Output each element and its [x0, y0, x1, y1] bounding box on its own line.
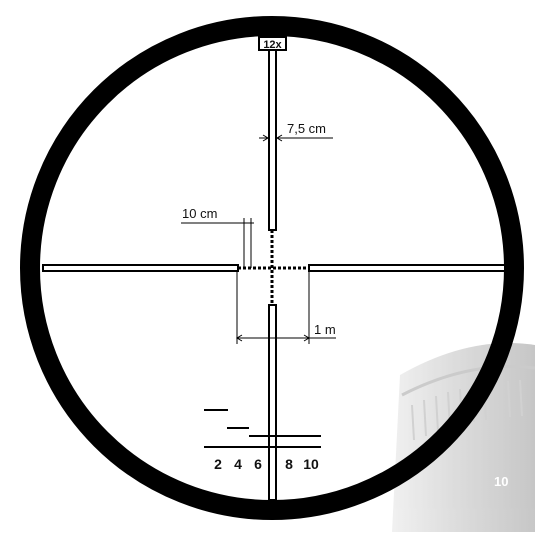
rangefinder-scale — [204, 409, 321, 448]
post-width-dimension — [259, 134, 333, 142]
center-gap-label: 1 m — [314, 322, 336, 337]
right-post — [308, 264, 506, 272]
post-width-label: 7,5 cm — [287, 121, 326, 136]
bottom-post — [268, 304, 277, 501]
left-post — [42, 264, 239, 272]
scale-label-6: 6 — [254, 456, 262, 472]
center-crosshair — [238, 230, 309, 305]
scale-label-10: 10 — [303, 456, 319, 472]
thickness-label: 10 cm — [182, 206, 217, 221]
turret-number: 10 — [494, 474, 508, 489]
scope-ring — [20, 16, 524, 520]
scale-label-8: 8 — [285, 456, 293, 472]
magnification-label: 12x — [263, 39, 282, 51]
magnification-badge: 12x — [258, 36, 287, 51]
scale-label-2: 2 — [214, 456, 222, 472]
scale-label-4: 4 — [234, 456, 242, 472]
center-gap-dimension — [236, 271, 336, 344]
top-post — [268, 49, 277, 231]
turret-knob — [392, 343, 535, 532]
thickness-dimension — [181, 218, 254, 268]
